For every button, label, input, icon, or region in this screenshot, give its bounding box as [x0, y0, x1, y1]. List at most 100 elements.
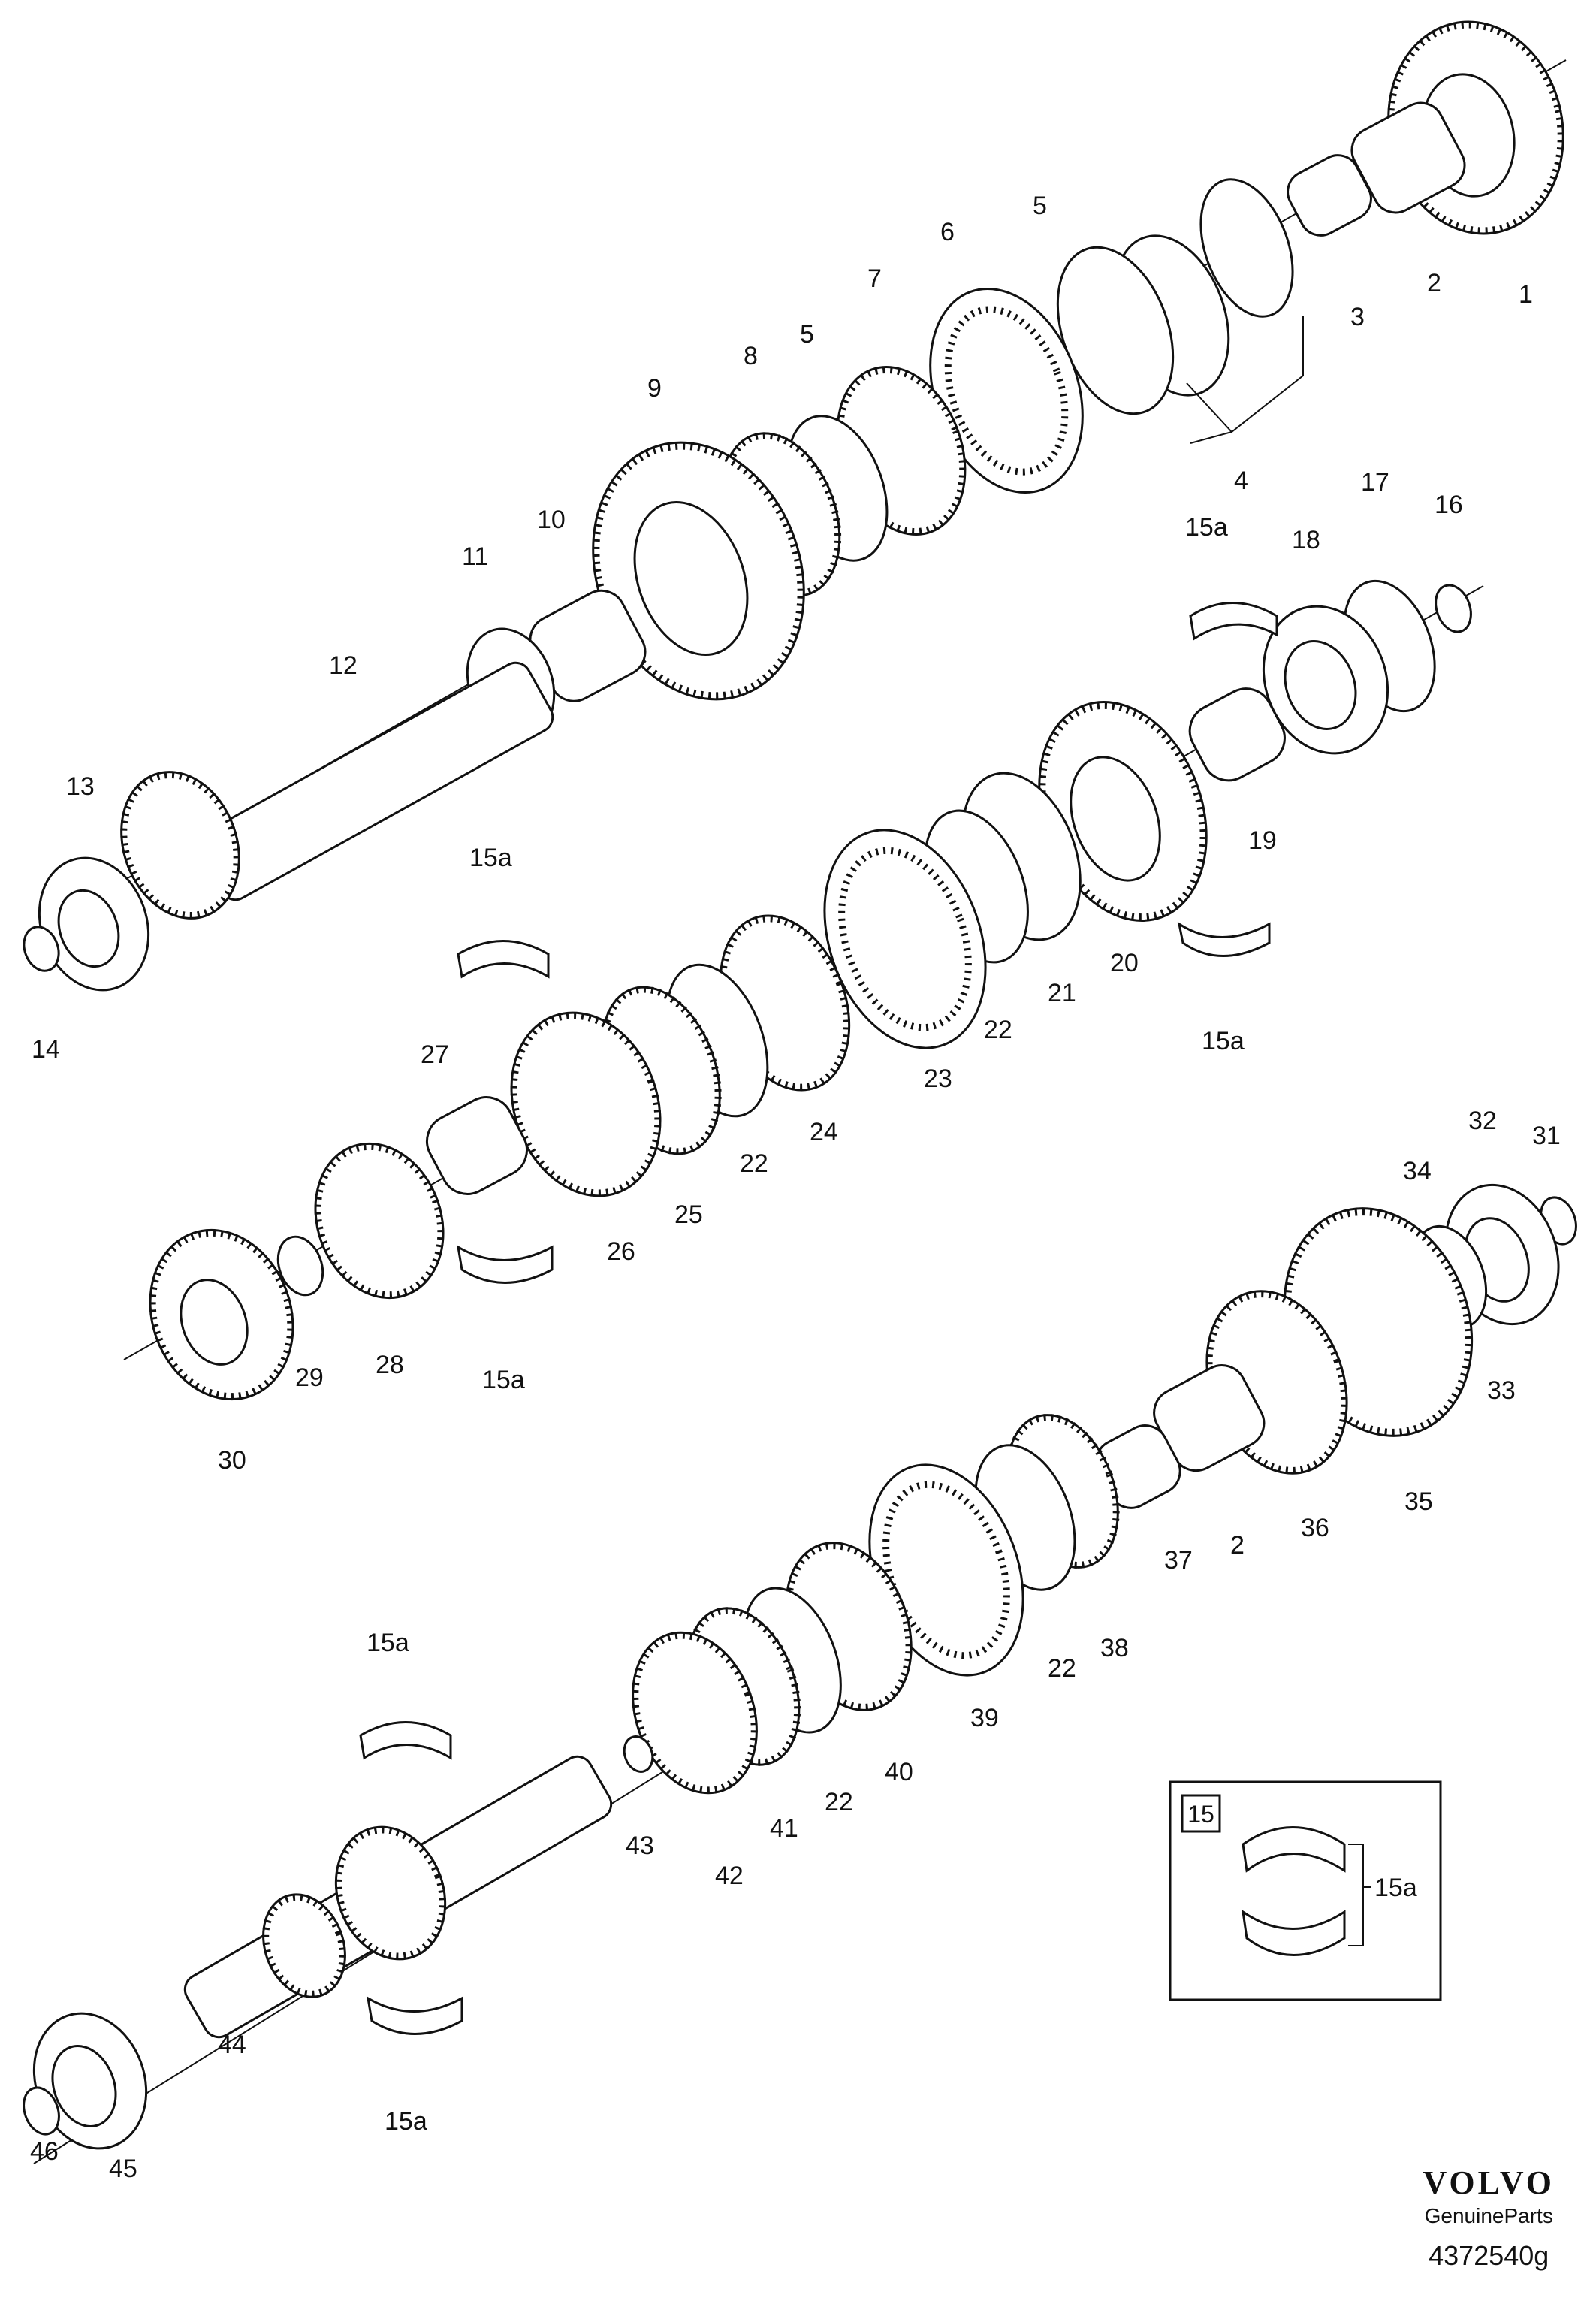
brand-subtitle: GenuineParts: [1424, 2204, 1553, 2227]
callout-39: 39: [970, 1704, 999, 1732]
part-15a-bearing-mid-2: [1177, 921, 1271, 957]
part-20-gear-teeth: [1039, 702, 1207, 921]
part-28-gear-teeth: [314, 1143, 445, 1299]
kit-bearing-upper: [1242, 1826, 1346, 1873]
callout-44: 44: [218, 2031, 246, 2059]
part-39-sleeve-teeth: [882, 1481, 1010, 1659]
callout-29: 29: [295, 1363, 324, 1392]
callout-25: 25: [674, 1200, 703, 1229]
callout-6: 6: [940, 218, 955, 246]
callout-8: 8: [744, 342, 758, 370]
part-8-synchro-teeth: [720, 432, 842, 597]
part-15a-bearing-low-2: [366, 1996, 463, 2035]
callout-20: 20: [1110, 949, 1139, 977]
callout-15a: 15a: [469, 844, 512, 872]
callout-2: 2: [1230, 1531, 1245, 1560]
callout-35: 35: [1404, 1487, 1433, 1516]
part-4-synchro-ring-a: [1199, 178, 1294, 318]
callout-23: 23: [924, 1064, 952, 1093]
callout-10: 10: [537, 506, 566, 534]
part-40-hub-teeth: [785, 1542, 913, 1711]
part-16-circlip: [1435, 584, 1472, 633]
part-38-synchro-teeth: [1006, 1414, 1120, 1569]
part-45-bearing-bore: [51, 2045, 117, 2127]
callout-15a: 15a: [482, 1366, 525, 1394]
callout-15a: 15a: [1185, 513, 1228, 542]
callout-1: 1: [1519, 280, 1533, 309]
callout-19: 19: [1248, 826, 1277, 855]
part-42-gear-teeth: [632, 1632, 758, 1794]
callout-13: 13: [66, 772, 95, 801]
part-9-gear-teeth: [593, 442, 804, 699]
part-24-hub-teeth: [719, 915, 851, 1091]
part-1-gear-teeth: [1387, 21, 1564, 234]
kit-bracket: [1348, 1844, 1371, 1946]
callout-15a: 15a: [385, 2107, 427, 2136]
leader-4: [1186, 316, 1304, 444]
callout-22: 22: [825, 1788, 853, 1816]
callout-26: 26: [607, 1237, 635, 1266]
part-6-sleeve-teeth: [944, 306, 1069, 476]
kit-box-number: 15: [1187, 1801, 1214, 1828]
callout-labels: 1 2 3 4 5 5 6 7 8 9 10 11 12 13 14 15a 1…: [30, 192, 1561, 2183]
callout-27: 27: [421, 1040, 449, 1069]
callout-24: 24: [810, 1118, 838, 1146]
part-18-bearing-bore: [1284, 640, 1357, 730]
part-15a-bearing-mid-3: [457, 940, 550, 979]
callout-5: 5: [1033, 192, 1047, 220]
part-29-circlip: [276, 1235, 324, 1297]
callout-34: 34: [1403, 1157, 1432, 1185]
callout-22: 22: [984, 1016, 1012, 1044]
callout-46: 46: [30, 2137, 59, 2166]
part-15a-bearing-mid-4: [456, 1245, 554, 1284]
part-30-gear-bore: [180, 1279, 249, 1366]
callout-36: 36: [1301, 1514, 1329, 1542]
callout-33: 33: [1487, 1376, 1516, 1405]
lower-assembly: [23, 1183, 1577, 2150]
callout-9: 9: [647, 374, 662, 403]
callout-2: 2: [1427, 269, 1441, 297]
callout-18: 18: [1292, 526, 1320, 554]
callout-15a: 15a: [367, 1629, 409, 1657]
kit-bearing-lower: [1242, 1909, 1346, 1956]
middle-assembly: [149, 579, 1472, 1401]
part-20-gear-bore: [1070, 756, 1161, 882]
callout-31: 31: [1532, 1122, 1561, 1150]
part-7-hub-teeth: [836, 366, 967, 536]
part-3-spacer: [1287, 154, 1372, 237]
part-46-circlip: [23, 2086, 60, 2136]
part-27-collar: [426, 1096, 528, 1195]
part-35-gear-teeth: [1284, 1209, 1472, 1436]
upper-assembly: [23, 20, 1564, 992]
callout-22: 22: [740, 1149, 768, 1178]
callout-21: 21: [1048, 979, 1076, 1007]
callout-38: 38: [1100, 1634, 1129, 1662]
part-36-gear-teeth: [1205, 1291, 1348, 1474]
callout-22: 22: [1048, 1654, 1076, 1683]
part-44-pinion-teeth-b: [262, 1894, 346, 1998]
callout-45: 45: [109, 2155, 137, 2183]
callout-5: 5: [800, 320, 814, 349]
part-26-gear-teeth: [510, 1012, 662, 1197]
drawing-number: 4372540g: [1429, 2240, 1549, 2271]
callout-30: 30: [218, 1446, 246, 1475]
part-30-gear-teeth: [149, 1229, 294, 1400]
part-23-sleeve-teeth: [838, 847, 972, 1031]
kit-box-15: 15 15a: [1169, 1780, 1442, 2001]
part-19-collar: [1188, 687, 1286, 782]
part-15a-bearing-mid-1: [1189, 602, 1278, 641]
callout-41: 41: [770, 1814, 798, 1843]
callout-37: 37: [1164, 1546, 1193, 1575]
brand-logo: VOLVO: [1423, 2164, 1555, 2201]
brand-block: VOLVO GenuineParts 4372540g: [1423, 2167, 1555, 2272]
callout-12: 12: [329, 651, 358, 680]
callout-7: 7: [867, 264, 882, 293]
part-9-gear-bore: [633, 500, 749, 657]
part-12-pinion-teeth: [120, 771, 240, 920]
callout-15a: 15a: [1202, 1027, 1245, 1055]
callout-4: 4: [1234, 467, 1248, 495]
part-43-ring: [623, 1735, 654, 1773]
callout-16: 16: [1435, 491, 1463, 519]
callout-40: 40: [885, 1758, 913, 1786]
